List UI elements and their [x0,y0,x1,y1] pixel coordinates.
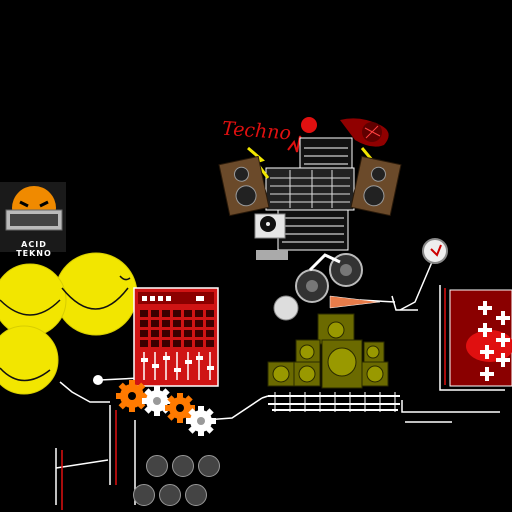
cog-wheel-left [295,269,329,303]
smiley-balloon [0,325,59,395]
mixer-pads [140,310,214,347]
smiley-balloon [0,263,67,337]
techno-logo: Techno [221,117,292,145]
circle-button[interactable] [185,484,207,506]
gear-icon [165,393,195,423]
gears [116,380,216,436]
red-ball [301,117,317,133]
gear-icon [116,380,148,412]
wire-red [61,288,446,510]
circle-button[interactable] [133,484,155,506]
dj-tower [218,117,402,321]
circle-button[interactable] [172,455,194,477]
disco-ball [273,295,299,321]
clock-icon [422,238,448,264]
speaker-stack [267,313,389,389]
circle-button[interactable] [198,455,220,477]
acid-tekno-label: ACID TEKNO [16,240,52,258]
circle-button[interactable] [146,455,168,477]
circle-button[interactable] [159,484,181,506]
acid-tekno-badge [0,182,66,252]
speaker-right [350,155,402,217]
gear-icon [142,386,172,416]
node-dot [93,375,103,385]
smiley-balloons [0,252,138,395]
red-mixer [133,287,219,387]
speaker-left [218,155,270,217]
gear-icon [186,406,216,436]
cross-panel [449,289,512,387]
